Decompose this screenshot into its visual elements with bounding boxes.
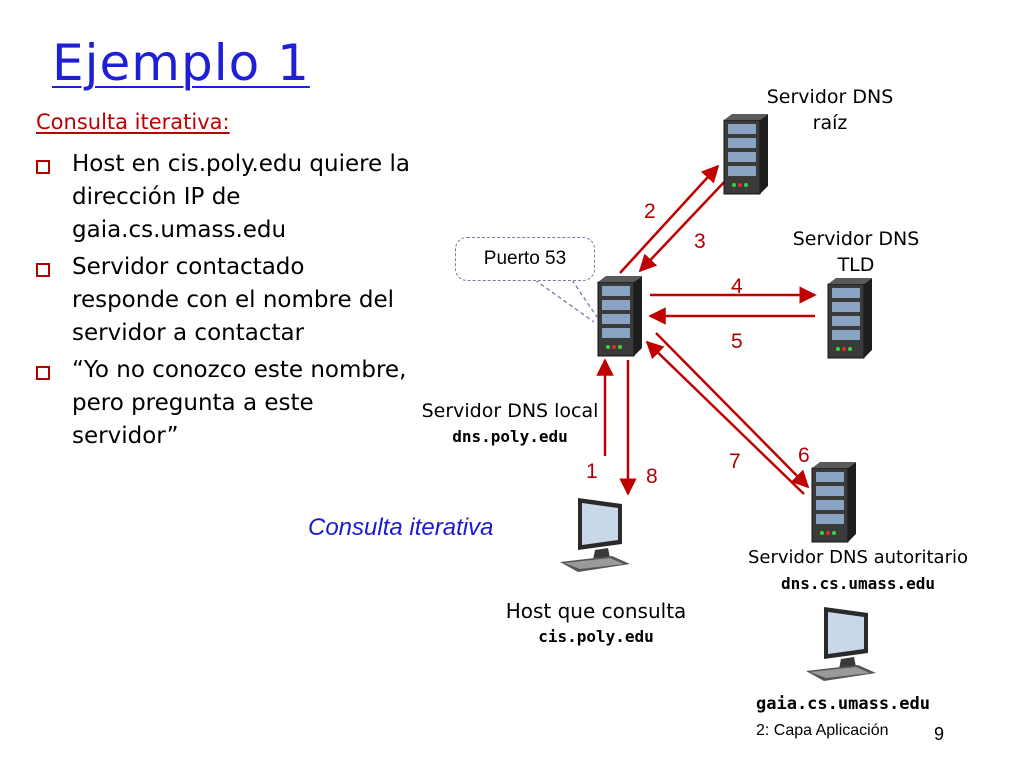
callout-pointer xyxy=(534,279,595,323)
step-number-5: 5 xyxy=(731,330,743,353)
local-server-label: Servidor DNS local dns.poly.edu xyxy=(390,398,630,450)
local-label-host: dns.poly.edu xyxy=(452,427,568,446)
iterative-caption: Consulta iterativa xyxy=(308,514,494,541)
arrow-step-3 xyxy=(638,177,729,273)
bullet-box-icon xyxy=(36,366,50,380)
step-number-1: 1 xyxy=(586,460,598,483)
footer-chapter: 2: Capa Aplicación xyxy=(756,722,889,739)
client-label-line1: Host que consulta xyxy=(505,599,687,623)
callout-pointer xyxy=(571,279,598,318)
bullet-item: Servidor contactado responde con el nomb… xyxy=(36,251,416,350)
auth-server-label: Servidor DNS autoritario dns.cs.umass.ed… xyxy=(718,545,998,597)
step-number-3: 3 xyxy=(694,230,706,253)
arrow-step-2 xyxy=(619,164,720,274)
client-label-host: cis.poly.edu xyxy=(538,627,654,646)
bullet-text: Servidor contactado responde con el nomb… xyxy=(72,254,395,346)
target-computer-icon xyxy=(806,607,876,681)
bullet-text: “Yo no conozco este nombre, pero pregunt… xyxy=(72,357,407,449)
local-server-icon xyxy=(597,275,643,357)
local-label-line1: Servidor DNS local xyxy=(421,400,599,422)
tld-label-line1: Servidor DNS xyxy=(792,228,920,250)
arrow-step-6 xyxy=(655,332,810,489)
step-number-2: 2 xyxy=(644,200,656,223)
auth-server-icon xyxy=(811,461,857,543)
step-number-4: 4 xyxy=(731,275,743,298)
root-label-line1: Servidor DNS xyxy=(766,86,894,108)
bullet-box-icon xyxy=(36,263,50,277)
step-number-6: 6 xyxy=(798,444,810,467)
slide-subtitle: Consulta iterativa: xyxy=(36,110,230,134)
auth-label-line1: Servidor DNS autoritario xyxy=(748,547,968,568)
arrow-step-7 xyxy=(645,340,805,495)
bullet-text: Host en cis.poly.edu quiere la dirección… xyxy=(72,151,411,243)
root-server-label: Servidor DNS raíz xyxy=(730,84,930,136)
footer-page-number: 9 xyxy=(934,724,945,744)
client-computer-icon xyxy=(560,498,630,572)
auth-label-host: dns.cs.umass.edu xyxy=(780,574,936,593)
slide-title: Ejemplo 1 xyxy=(52,34,310,92)
bullet-box-icon xyxy=(36,160,50,174)
port-callout: Puerto 53 xyxy=(455,237,595,281)
bullet-list: Host en cis.poly.edu quiere la dirección… xyxy=(36,148,416,457)
tld-server-icon xyxy=(827,277,873,359)
client-label: Host que consulta cis.poly.edu xyxy=(476,598,716,650)
step-number-7: 7 xyxy=(729,450,741,473)
target-label-host: gaia.cs.umass.edu xyxy=(756,694,930,714)
step-number-8: 8 xyxy=(646,465,658,488)
tld-server-label: Servidor DNS TLD xyxy=(756,226,956,278)
root-label-line2: raíz xyxy=(812,112,848,134)
bullet-item: Host en cis.poly.edu quiere la dirección… xyxy=(36,148,416,247)
tld-label-line2: TLD xyxy=(837,254,875,276)
bullet-item: “Yo no conozco este nombre, pero pregunt… xyxy=(36,354,416,453)
